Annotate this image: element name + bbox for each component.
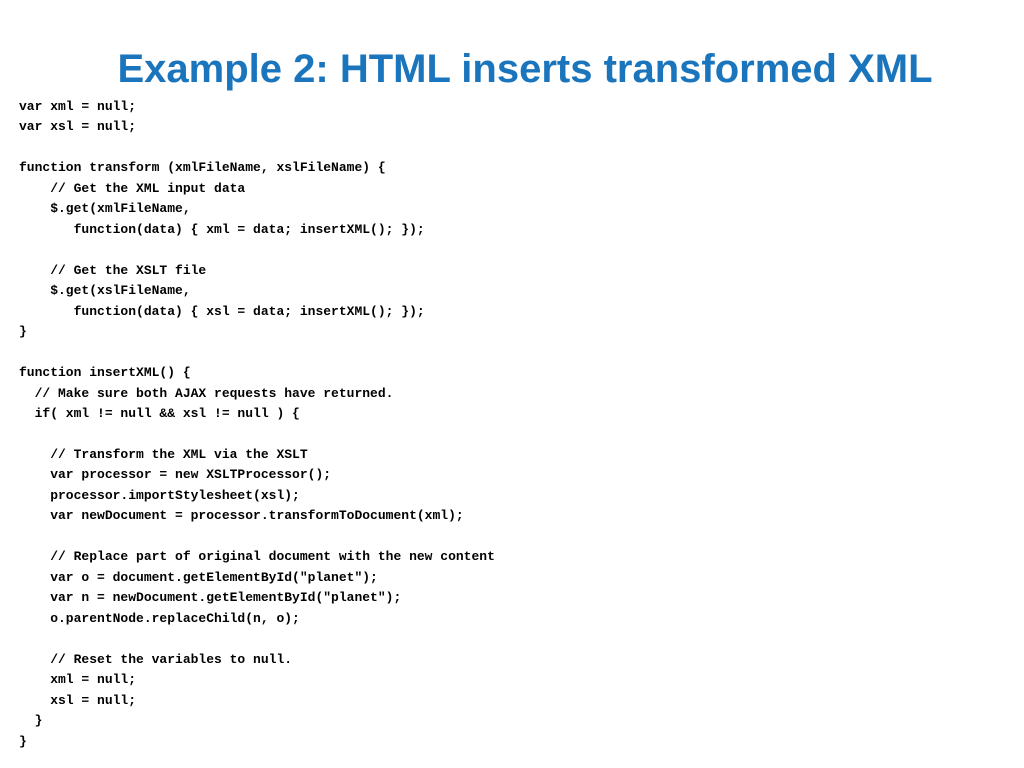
code-line: $.get(xmlFileName,: [19, 201, 191, 217]
code-line: }: [19, 324, 27, 340]
code-line: [19, 138, 495, 158]
code-line: var newDocument = processor.transformToD…: [19, 508, 464, 524]
code-line: var o = document.getElementById("planet"…: [19, 569, 378, 585]
code-line: }: [19, 713, 43, 729]
code-line: function(data) { xml = data; insertXML()…: [19, 221, 425, 237]
code-line: o.parentNode.replaceChild(n, o);: [19, 610, 300, 626]
code-line: [19, 240, 495, 260]
code-line: // Reset the variables to null.: [19, 651, 293, 667]
code-line: xml = null;: [19, 672, 137, 688]
code-listing: var xml = null; var xsl = null; function t…: [19, 97, 495, 752]
code-line: $.get(xslFileName,: [19, 283, 191, 299]
code-line: [19, 425, 495, 445]
code-line: // Get the XML input data: [19, 180, 246, 196]
code-line: var xsl = null;: [19, 119, 137, 135]
code-line: [19, 629, 495, 649]
code-line: [19, 527, 495, 547]
code-line: // Make sure both AJAX requests have ret…: [19, 385, 394, 401]
code-line: processor.importStylesheet(xsl);: [19, 487, 300, 503]
code-line: }: [19, 733, 27, 749]
code-line: function(data) { xsl = data; insertXML()…: [19, 303, 425, 319]
code-line: function transform (xmlFileName, xslFile…: [19, 160, 386, 176]
code-line: var processor = new XSLTProcessor();: [19, 467, 332, 483]
code-line: [19, 343, 495, 363]
code-line: function insertXML() {: [19, 365, 191, 381]
code-line: var xml = null;: [19, 99, 137, 114]
code-line: xsl = null;: [19, 692, 137, 708]
code-line: if( xml != null && xsl != null ) {: [19, 406, 300, 422]
slide-title: Example 2: HTML inserts transformed XML: [117, 47, 933, 91]
code-line: // Get the XSLT file: [19, 262, 207, 278]
code-line: // Transform the XML via the XSLT: [19, 446, 308, 462]
code-line: // Replace part of original document wit…: [19, 549, 495, 565]
code-line: var n = newDocument.getElementById("plan…: [19, 590, 402, 606]
